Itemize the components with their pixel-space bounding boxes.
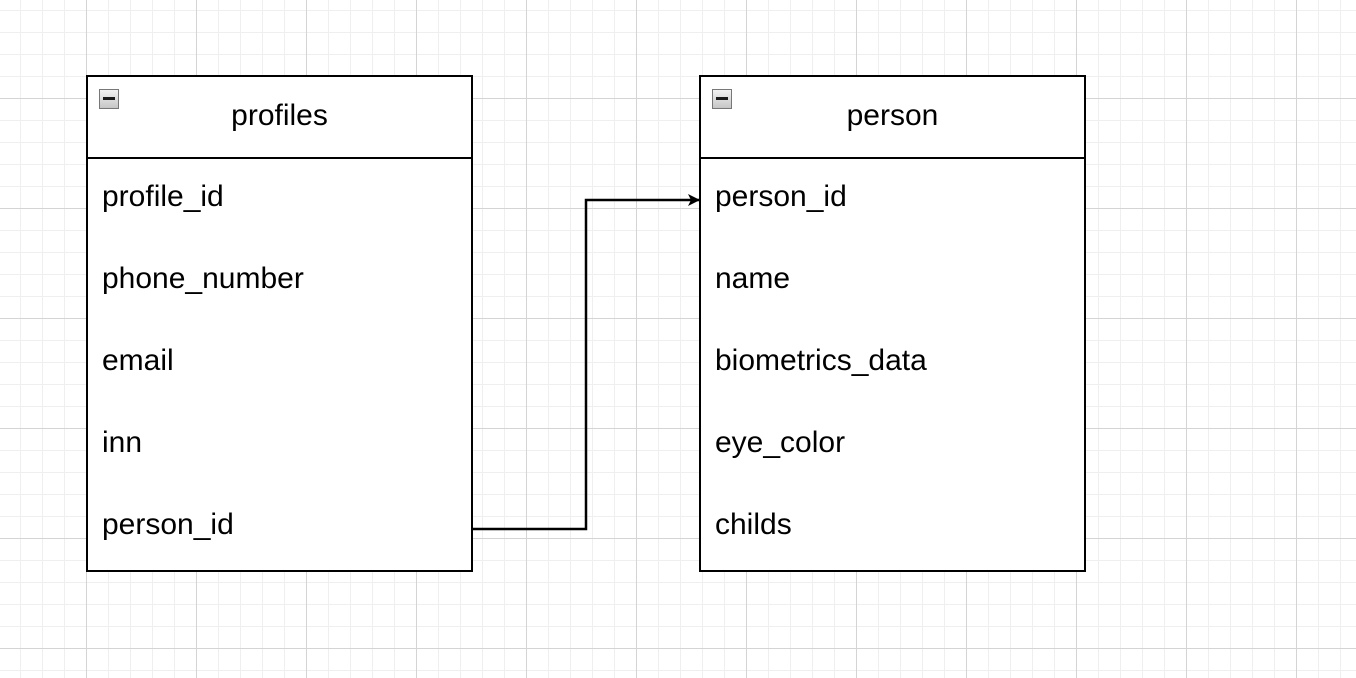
field-name: person_id: [102, 508, 234, 541]
field-row-person-id[interactable]: person_id: [701, 159, 1084, 241]
field-row-childs[interactable]: childs: [701, 487, 1084, 569]
field-name: phone_number: [102, 262, 304, 295]
relationship-connector[interactable]: [473, 194, 700, 531]
collapse-icon[interactable]: [712, 89, 732, 109]
field-row-phone-number[interactable]: phone_number: [88, 241, 471, 323]
field-row-inn[interactable]: inn: [88, 405, 471, 487]
field-name: biometrics_data: [715, 344, 927, 377]
field-name: inn: [102, 426, 143, 459]
collapse-icon[interactable]: [99, 89, 119, 109]
field-row-eye-color[interactable]: eye_color: [701, 405, 1084, 487]
field-name: person_id: [715, 180, 847, 213]
field-name: eye_color: [715, 426, 846, 459]
field-row-biometrics-data[interactable]: biometrics_data: [701, 323, 1084, 405]
field-row-person-id[interactable]: person_id: [88, 487, 471, 569]
field-name: email: [102, 344, 174, 377]
field-row-email[interactable]: email: [88, 323, 471, 405]
table-profiles[interactable]: profiles profile_id phone_number email i…: [86, 75, 473, 572]
table-header-person: person: [701, 77, 1084, 159]
field-row-profile-id[interactable]: profile_id: [88, 159, 471, 241]
field-name: name: [715, 262, 791, 295]
table-title: person: [846, 99, 939, 132]
field-name: childs: [715, 508, 792, 541]
table-header-profiles: profiles: [88, 77, 471, 159]
table-person[interactable]: person person_id name biometrics_data ey…: [699, 75, 1086, 572]
field-row-name[interactable]: name: [701, 241, 1084, 323]
field-name: profile_id: [102, 180, 224, 213]
table-title: profiles: [231, 99, 328, 132]
